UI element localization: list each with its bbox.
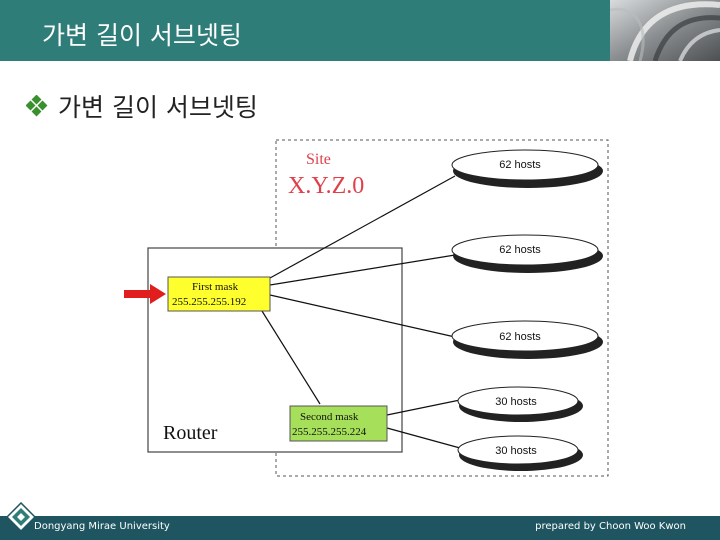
router-label: Router [163, 422, 218, 444]
connection-lines [261, 175, 461, 449]
site-label: Site [306, 151, 331, 168]
diamond-bullet-icon [26, 95, 48, 117]
second-mask-value: 255.255.255.224 [292, 426, 367, 438]
title-bar: 가변 길이 서브넷팅 [0, 0, 610, 61]
slide-title: 가변 길이 서브넷팅 [42, 21, 242, 50]
first-mask-label: First mask [192, 281, 239, 293]
host-label-2: 62 hosts [499, 244, 541, 256]
header-decoration-image [610, 0, 720, 61]
second-mask-box [289, 405, 388, 442]
host-label-5: 30 hosts [495, 445, 537, 457]
host-label-1: 62 hosts [499, 159, 541, 171]
footer-bar: Dongyang Mirae University prepared by Ch… [0, 516, 720, 540]
second-mask-label: Second mask [300, 411, 359, 423]
bullet-text: 가변 길이 서브넷팅 [58, 93, 258, 122]
site-address: X.Y.Z.0 [288, 173, 364, 199]
footer-author: prepared by Choon Woo Kwon [535, 521, 686, 532]
red-arrow-icon [124, 284, 166, 304]
bullet-item: 가변 길이 서브넷팅 [26, 88, 258, 124]
university-logo-icon [6, 502, 36, 532]
first-mask-box [167, 276, 271, 312]
footer-university: Dongyang Mirae University [34, 521, 170, 532]
site-boundary-box [275, 139, 609, 477]
first-mask-value: 255.255.255.192 [172, 296, 246, 308]
host-ellipses [451, 149, 603, 471]
host-label-4: 30 hosts [495, 396, 537, 408]
host-label-3: 62 hosts [499, 331, 541, 343]
